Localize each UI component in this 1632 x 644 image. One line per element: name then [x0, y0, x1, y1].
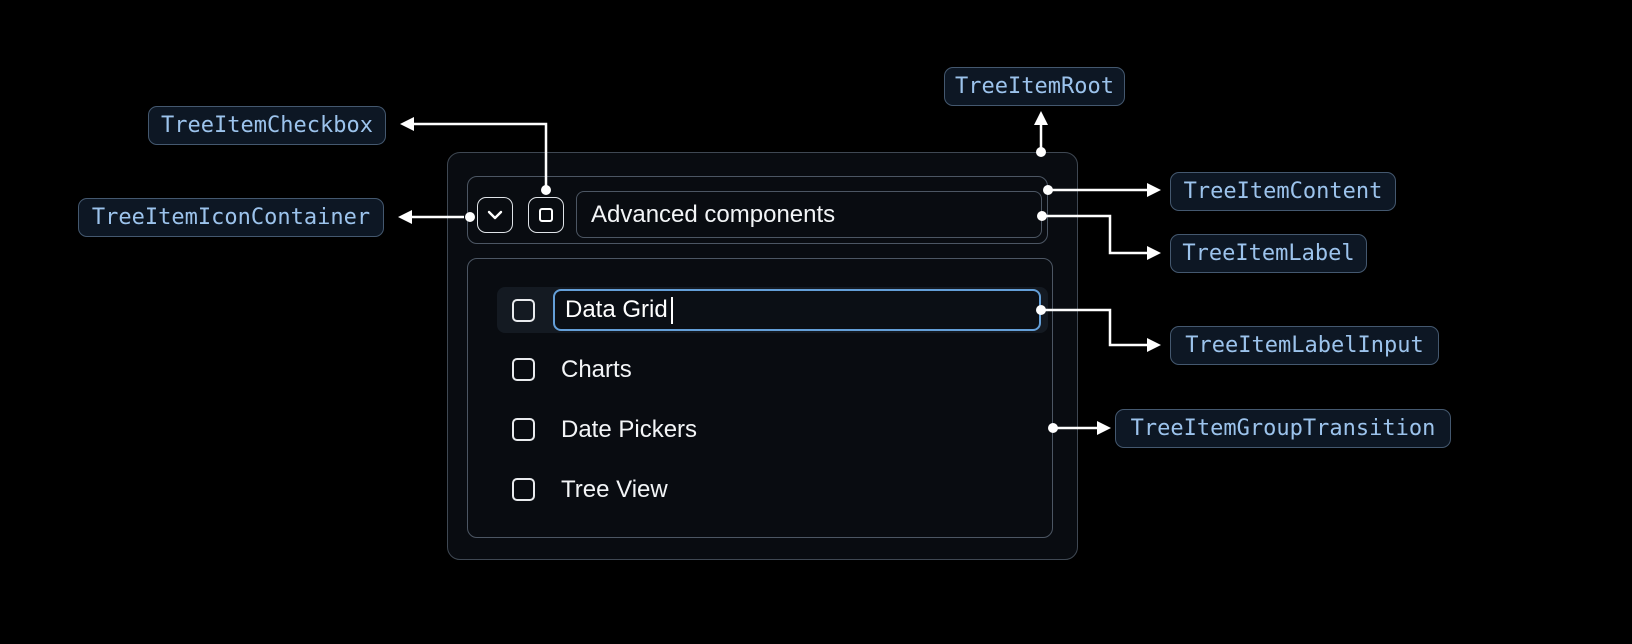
item-checkbox-tree-view[interactable] [512, 478, 535, 501]
checkbox-square-glyph [539, 208, 553, 222]
tree-item-label-text: Advanced components [591, 200, 836, 228]
tree-item-date-pickers-label[interactable]: Date Pickers [561, 416, 698, 443]
label-pill-tree-item-label: TreeItemLabel [1170, 234, 1367, 273]
tree-item-tree-view-label[interactable]: Tree View [561, 476, 668, 503]
tree-item-label: Advanced components [576, 191, 1042, 238]
item-checkbox-charts[interactable] [512, 358, 535, 381]
label-pill-tree-item-group-transition: TreeItemGroupTransition [1115, 409, 1451, 448]
label-pill-tree-item-label-input: TreeItemLabelInput [1170, 326, 1439, 365]
tree-item-checkbox[interactable] [528, 197, 564, 233]
connector-tree-item-root [1034, 111, 1048, 157]
tree-item-content-box[interactable] [467, 176, 1048, 244]
label-pill-tree-item-icon-container: TreeItemIconContainer [78, 198, 384, 237]
label-input-value: Data Grid [565, 296, 668, 323]
tree-item-label-input[interactable]: Data Grid [553, 289, 1041, 331]
label-pill-tree-item-checkbox: TreeItemCheckbox [148, 106, 386, 145]
tree-item-charts-label[interactable]: Charts [561, 356, 632, 383]
chevron-down-icon [487, 210, 503, 220]
item-checkbox-data-grid[interactable] [512, 299, 535, 322]
text-caret [670, 296, 673, 324]
label-pill-tree-item-content: TreeItemContent [1170, 172, 1396, 211]
tree-item-icon-container[interactable] [477, 197, 513, 233]
label-pill-tree-item-root: TreeItemRoot [944, 67, 1125, 106]
tree-item-group [467, 258, 1053, 538]
item-checkbox-date-pickers[interactable] [512, 418, 535, 441]
